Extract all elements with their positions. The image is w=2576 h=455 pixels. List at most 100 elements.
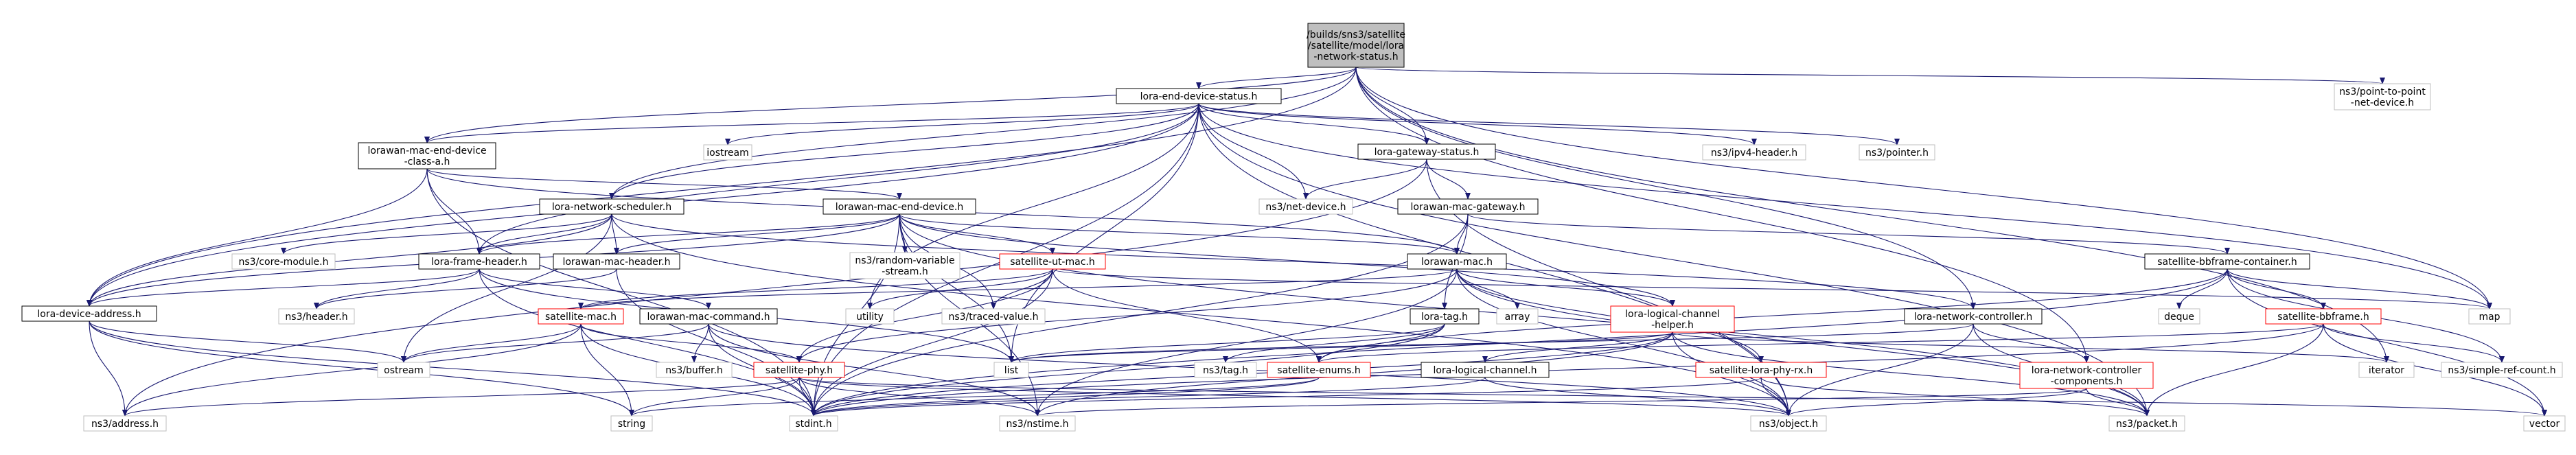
node-box-lorawan-mac-gateway [1397,198,1539,215]
node-label-ns3-header-line-0: ns3/header.h [285,312,347,323]
node-label-ns3-random-variable-stream-line-1: -stream.h [882,266,928,277]
include-edge-lora-network-controller-to-list [1009,323,1974,363]
node-label-array-line-0: array [1505,312,1530,323]
node-box-lora-network-controller [1904,308,2043,325]
node-satellite-enums[interactable]: satellite-enums.h [1267,362,1371,378]
node-ostream: ostream [377,362,430,378]
node-label-ns3-ipv4-header-line-0: ns3/ipv4-header.h [1711,148,1797,159]
node-label-lora-logical-channel-helper-line-1: -helper.h [1651,320,1694,331]
node-lorawan-mac-end-device-class-a[interactable]: lorawan-mac-end-device-class-a.h [358,142,496,170]
include-edge-satellite-bbframe-to-ns3-packet [2144,323,2324,417]
include-edge-lorawan-mac-gateway-to-satellite-bbframe-container [1467,213,2230,255]
node-label-lora-frame-header-line-0: lora-frame-header.h [431,257,527,268]
include-edge-satellite-ut-mac-to-map [1052,268,2492,310]
node-satellite-lora-phy-rx[interactable]: satellite-lora-phy-rx.h [1695,362,1827,378]
include-edge-root-to-lorawan-mac-end-device-class-a [424,67,1357,143]
node-lora-gateway-status[interactable]: lora-gateway-status.h [1357,143,1496,160]
node-lorawan-mac-gateway[interactable]: lorawan-mac-gateway.h [1397,198,1539,215]
node-lora-logical-channel[interactable]: lora-logical-channel.h [1421,362,1550,378]
include-edge-satellite-ut-mac-to-stdint [811,268,1053,417]
include-edge-root-to-lora-network-controller [1355,67,1976,310]
node-label-ns3-packet-line-0: ns3/packet.h [2116,419,2178,430]
node-lorawan-mac-header[interactable]: lorawan-mac-header.h [553,253,680,270]
node-lora-network-controller-components[interactable]: lora-network-controller-components.h [2019,362,2154,389]
node-label-ns3-nstime-line-0: ns3/nstime.h [1007,419,1069,430]
node-ns3-pointer: ns3/pointer.h [1859,144,1935,161]
include-edge-lora-tag-to-stdint [811,323,1445,417]
node-box-array [1496,308,1539,325]
node-box-lorawan-mac-header [553,253,680,270]
node-lorawan-mac-end-device[interactable]: lorawan-mac-end-device.h [823,198,976,215]
include-edge-lorawan-mac-end-device-class-a-to-lora-device-address [87,168,428,307]
node-label-ns3-simple-ref-count-line-0: ns3/simple-ref-count.h [2448,365,2555,376]
node-lora-device-address[interactable]: lora-device-address.h [21,305,157,322]
include-edge-lorawan-mac-to-array [1456,268,1520,310]
include-edge-satellite-phy-to-ns3-address [122,377,800,417]
include-edge-lora-network-scheduler-to-ns3-core-module [281,213,612,255]
include-edge-lora-tag-to-satellite-enums [1316,323,1445,363]
include-edge-lorawan-mac-command-to-ns3-nstime [708,323,1040,417]
include-edge-satellite-ut-mac-to-satellite-phy [796,268,1053,363]
include-edge-satellite-bbframe-to-stdint [811,323,2324,417]
include-edge-root-to-lora-network-controller-components [1355,67,2089,363]
node-satellite-bbframe[interactable]: satellite-bbframe.h [2265,308,2382,325]
node-box-utility [845,308,895,325]
node-box-lora-end-device-status [1116,88,1282,104]
node-deque: deque [2158,308,2200,325]
include-edge-lora-logical-channel-helper-to-ns3-packet [1672,331,2150,417]
include-edge-lora-frame-header-to-stdint [479,268,816,417]
node-satellite-phy[interactable]: satellite-phy.h [753,362,845,378]
node-root[interactable]: /builds/sns3/satellite/satellite/model/l… [1307,23,1405,68]
include-edge-lorawan-mac-end-device-to-lorawan-mac [899,213,1460,255]
node-label-vector-line-0: vector [2529,419,2560,430]
include-edge-root-to-ns3-p2p [1355,67,2384,84]
node-list: list [993,362,1029,378]
include-edge-lora-end-device-status-to-ns3-pointer [1198,103,1900,145]
node-label-ns3-net-device-line-0: ns3/net-device.h [1265,202,1346,213]
include-edge-lora-device-address-to-string [89,320,634,417]
node-box-lorawan-mac-end-device-class-a [358,142,496,170]
node-ns3-buffer: ns3/buffer.h [656,362,733,378]
node-ns3-object: ns3/object.h [1750,415,1827,432]
node-satellite-mac[interactable]: satellite-mac.h [538,308,624,325]
include-edge-lorawan-mac-end-device-to-list [899,213,1014,363]
node-box-lora-network-controller-components [2019,362,2154,389]
node-label-lorawan-mac-line-0: lorawan-mac.h [1421,257,1493,268]
include-edge-satellite-bbframe-to-ns3-simple-ref-count [2323,323,2505,363]
node-box-lorawan-mac-command [639,308,778,325]
include-edge-lora-end-device-status-to-lora-frame-header [476,103,1199,255]
node-lorawan-mac-command[interactable]: lorawan-mac-command.h [639,308,778,325]
node-satellite-bbframe-container[interactable]: satellite-bbframe-container.h [2144,253,2310,270]
include-edge-lorawan-mac-end-device-class-a-to-lorawan-mac-end-device [426,168,902,200]
node-box-ns3-tag [1194,362,1257,378]
node-label-lora-gateway-status-line-0: lora-gateway-status.h [1375,147,1480,158]
include-edge-lora-logical-channel-helper-to-iterator [1672,331,2389,363]
node-box-map [2468,308,2511,325]
node-lora-network-scheduler[interactable]: lora-network-scheduler.h [539,198,685,215]
include-edge-root-to-lora-network-scheduler [609,67,1357,200]
node-label-root-line-0: /builds/sns3/satellite [1307,30,1405,40]
include-edge-lora-gateway-status-to-ns3-net-device [1303,159,1427,200]
node-lora-end-device-status[interactable]: lora-end-device-status.h [1116,88,1282,104]
node-lora-frame-header[interactable]: lora-frame-header.h [418,253,540,270]
node-lora-logical-channel-helper[interactable]: lora-logical-channel-helper.h [1610,305,1735,333]
include-edge-lora-end-device-status-to-ns3-net-device [1198,103,1309,200]
node-satellite-ut-mac[interactable]: satellite-ut-mac.h [999,253,1106,270]
node-ns3-address: ns3/address.h [83,415,167,432]
include-edge-lorawan-mac-to-ns3-packet [1456,268,2150,417]
node-lorawan-mac[interactable]: lorawan-mac.h [1407,253,1507,270]
include-edge-satellite-bbframe-container-to-deque [2176,268,2228,310]
node-label-ns3-core-module-line-0: ns3/core-module.h [239,257,329,268]
include-edge-satellite-enums-to-stdint [811,377,1320,417]
node-label-lorawan-mac-end-device-line-0: lorawan-mac-end-device.h [836,202,963,213]
node-label-lorawan-mac-end-device-class-a-line-0: lorawan-mac-end-device [367,145,486,156]
include-edge-lora-network-controller-to-lora-network-controller-components [1973,323,2089,363]
node-label-satellite-lora-phy-rx-line-0: satellite-lora-phy-rx.h [1710,365,1813,376]
include-edge-lora-end-device-status-to-lora-network-scheduler [609,103,1199,200]
node-lora-network-controller[interactable]: lora-network-controller.h [1904,308,2043,325]
include-edge-satellite-ut-mac-to-utility [867,268,1053,310]
node-box-ostream [377,362,430,378]
node-ns3-net-device: ns3/net-device.h [1258,198,1353,215]
node-lora-tag[interactable]: lora-tag.h [1410,308,1480,325]
